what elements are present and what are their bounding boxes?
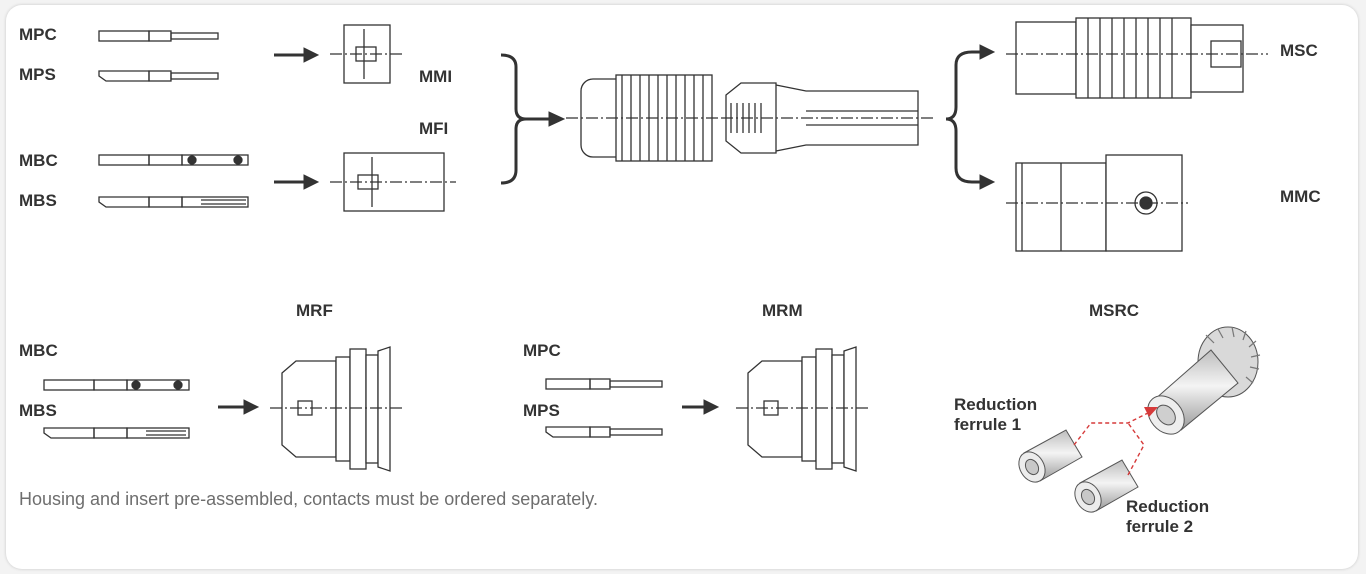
arrow-to-msc [972,44,996,60]
label-mmc: MMC [1280,187,1321,206]
housing-mrm [736,346,870,472]
label-mrf: MRF [296,301,333,320]
contact-mpc-bottom [545,378,663,390]
arrow-to-mrm [682,399,720,415]
collet [721,82,936,154]
collet-nut [566,74,721,162]
bracket-right [945,50,973,184]
arrow-contacts-to-mmi [274,47,320,63]
label-mbc-bottom: MBC [19,341,58,360]
label-msc: MSC [1280,41,1318,60]
msrc-cable-collet [1147,326,1261,435]
ferrule-insertion-path [1073,408,1157,476]
label-mfi: MFI [419,119,449,138]
connector-assembly-drawing [43,17,1268,513]
label-mps-bottom: MPS [523,401,560,420]
arrow-inserts-to-collet [526,111,566,127]
arrow-to-mrf [218,399,260,415]
contact-mps-top [98,70,219,82]
label-mpc-bottom: MPC [523,341,561,360]
insert-mfi [330,152,456,212]
reduction-ferrule-2-part [1074,459,1139,513]
label-mbs-top: MBS [19,191,57,210]
label-reduction-ferrule-1: Reduction ferrule 1 [954,395,1038,434]
reduction-ferrule-1-part [1018,429,1083,483]
body-mmc [1006,154,1188,252]
contact-mbs-top [98,196,249,208]
label-reduction-ferrule-2: Reduction ferrule 2 [1126,497,1210,536]
arrow-to-mmc [972,174,996,190]
contact-mbc-top [98,154,249,166]
label-mbs-bottom: MBS [19,401,57,420]
label-mbc-top: MBC [19,151,58,170]
contact-mbc-bottom [43,379,190,391]
pointer-arrowhead [1144,407,1158,417]
insert-mmi [330,24,404,84]
body-msc [1006,17,1268,99]
label-mrm: MRM [762,301,803,320]
ordering-note: Housing and insert pre-assembled, contac… [19,489,598,509]
diagram-card: MPC MPS MBC MBS MMI MFI MSC MMC MRF MRM … [6,5,1358,569]
label-mps-top: MPS [19,65,56,84]
contact-mpc-top [98,30,219,42]
contact-mps-bottom [545,426,663,438]
housing-mrf [270,346,404,472]
label-mmi: MMI [419,67,453,86]
label-mpc-top: MPC [19,25,57,44]
contact-mbs-bottom [43,427,190,439]
arrow-contacts-to-mfi [274,174,320,190]
bracket-left [500,53,527,185]
label-msrc: MSRC [1089,301,1140,320]
